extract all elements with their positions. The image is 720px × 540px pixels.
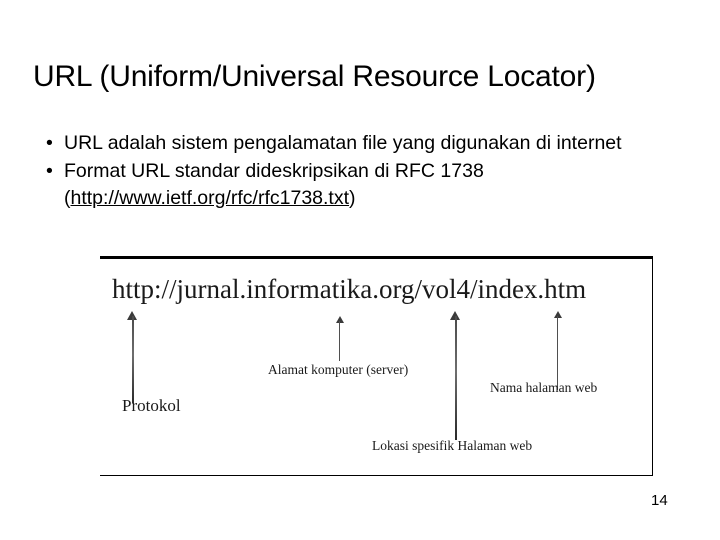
diagram-example-url: http://jurnal.informatika.org/vol4/index… — [112, 274, 587, 304]
page-title: URL (Uniform/Universal Resource Locator) — [33, 60, 596, 93]
rfc-1738-link[interactable]: http://www.ietf.org/rfc/rfc1738.txt — [70, 187, 350, 209]
arrow-shaft — [557, 316, 559, 390]
diagram-label-alamat: Alamat komputer (server) — [268, 362, 409, 377]
diagram-top-border — [100, 256, 653, 259]
arrow-head — [450, 311, 460, 320]
arrow-shaft — [455, 316, 457, 440]
bullet-text: URL adalah sistem pengalamatan file yang… — [64, 132, 622, 154]
bullet-text: Format URL standar dideskripsikan di RFC… — [64, 158, 684, 212]
arrow-head — [335, 316, 344, 323]
diagram-bottom-border — [100, 475, 653, 476]
page-number: 14 — [651, 492, 668, 509]
bullet-text-before-link: Format URL standar dideskripsikan di RFC… — [64, 160, 484, 209]
url-anatomy-diagram: http://jurnal.informatika.org/vol4/index… — [100, 256, 653, 476]
arrow-shaft — [132, 316, 134, 403]
arrow-head — [553, 311, 562, 318]
bullet-marker-icon: • — [46, 132, 53, 154]
list-item: • Format URL standar dideskripsikan di R… — [38, 158, 684, 212]
arrow-shaft — [339, 321, 341, 361]
diagram-label-lokasi: Lokasi spesifik Halaman web — [372, 438, 533, 453]
diagram-label-nama: Nama halaman web — [490, 380, 598, 395]
bullet-list: • URL adalah sistem pengalamatan file ya… — [38, 130, 684, 212]
diagram-right-border — [652, 259, 653, 476]
diagram-label-protokol: Protokol — [122, 396, 181, 415]
arrow-head — [127, 311, 137, 320]
bullet-text-after-link: ) — [349, 187, 356, 209]
bullet-marker-icon: • — [46, 160, 53, 182]
list-item: • URL adalah sistem pengalamatan file ya… — [38, 130, 684, 157]
